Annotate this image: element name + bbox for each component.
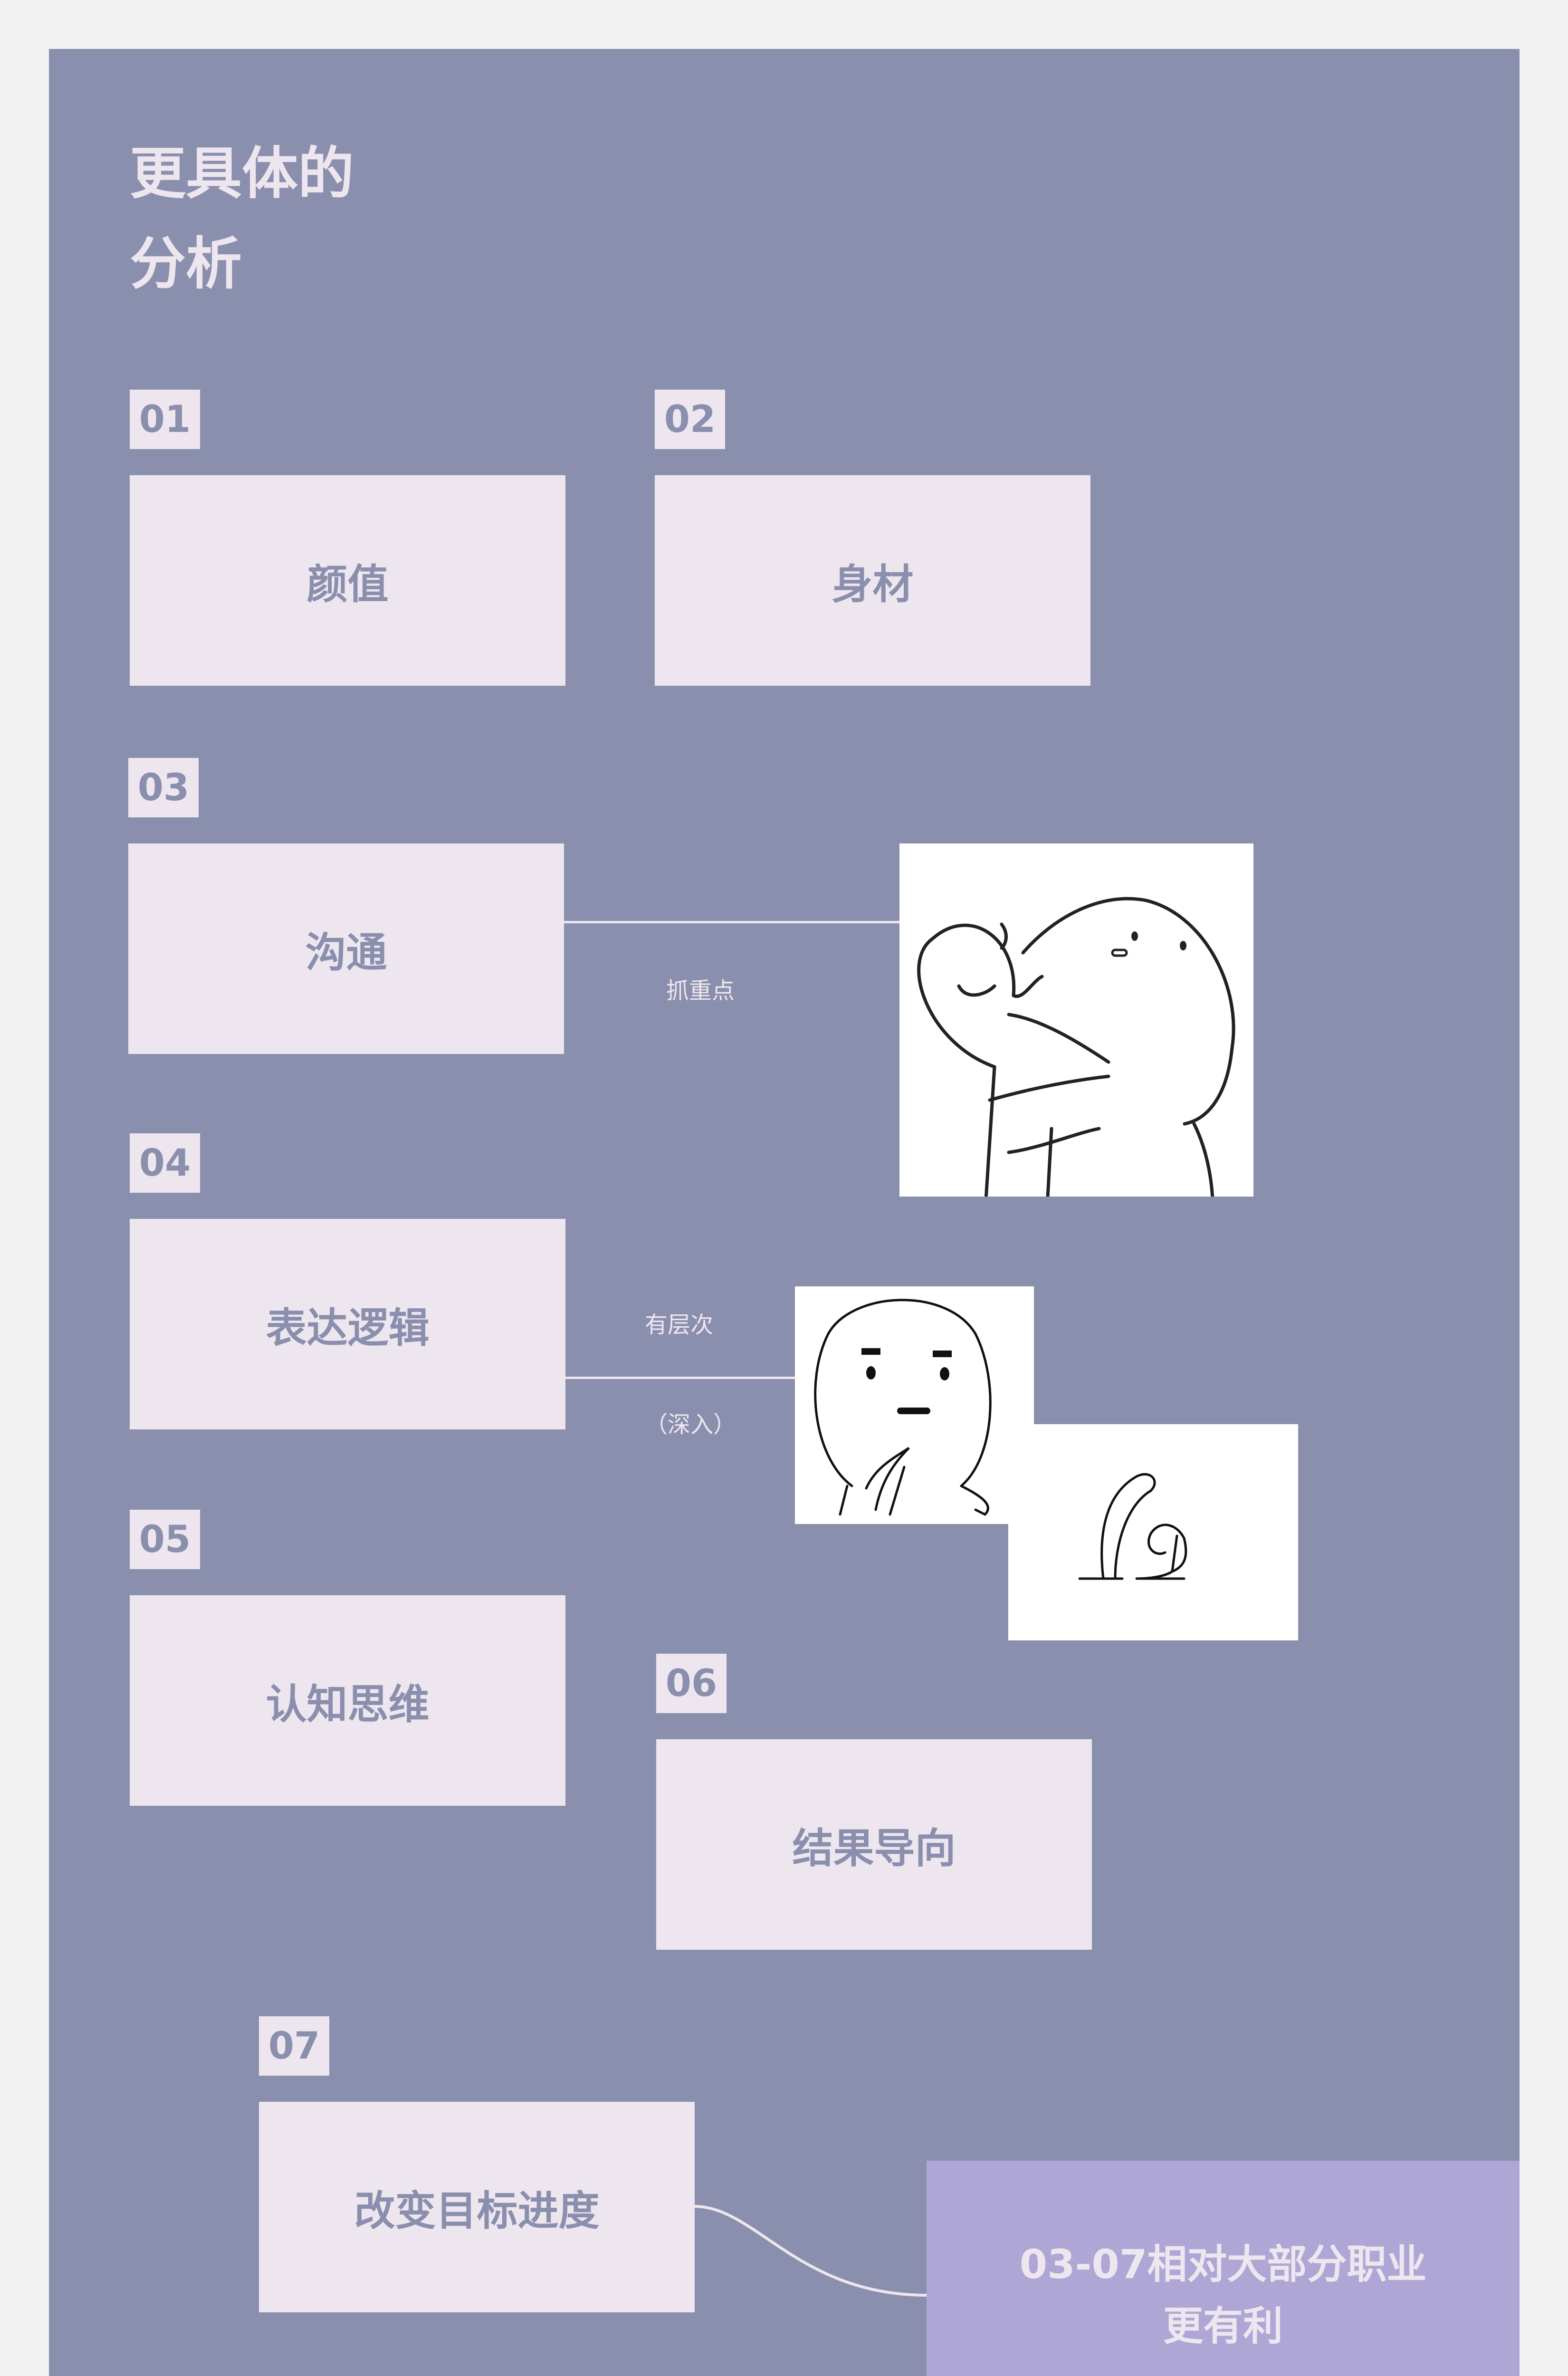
node-result-oriented[interactable]: 结果导向: [656, 1739, 1092, 1950]
meme-image-thinking: [795, 1286, 1034, 1524]
item-number-06: 06: [656, 1654, 727, 1713]
conclusion-line-1: 03-07相对大部分职业: [1019, 2241, 1427, 2288]
conclusion-box[interactable]: 03-07相对大部分职业 更有利: [927, 2161, 1520, 2376]
item-number-05: 05: [130, 1510, 200, 1569]
item-number-02: 02: [655, 390, 725, 449]
node-figure[interactable]: 身材: [655, 475, 1090, 686]
item-number-03: 03: [128, 758, 199, 817]
node-expression-logic[interactable]: 表达逻辑: [130, 1219, 565, 1429]
page-title: 更具体的 分析: [130, 128, 354, 309]
node-change-goal-progress[interactable]: 改变目标进度: [259, 2102, 695, 2312]
node-cognitive-thinking[interactable]: 认知思维: [130, 1595, 565, 1806]
connector-line-04: [565, 1377, 795, 1379]
cheek-pinch-illustration-icon: [917, 897, 1235, 1197]
thinking-face-icon: [814, 1299, 992, 1516]
node-communication[interactable]: 沟通: [128, 843, 564, 1054]
title-line-2: 分析: [130, 231, 242, 297]
title-line-1: 更具体的: [130, 141, 354, 206]
item-number-04: 04: [130, 1133, 200, 1193]
bowing-figures-icon: [1078, 1473, 1187, 1580]
node-appearance[interactable]: 颜值: [130, 475, 565, 686]
connector-line-03: [564, 921, 899, 923]
background-panel: [49, 49, 1520, 2376]
note-layered: 有层次: [645, 1312, 714, 1338]
item-number-01: 01: [130, 390, 200, 449]
conclusion-line-2: 更有利: [1163, 2302, 1283, 2349]
note-in-depth: （深入）: [645, 1411, 736, 1438]
item-number-07: 07: [259, 2016, 329, 2076]
meme-image-pinch: [899, 843, 1253, 1197]
meme-image-bowing: [1008, 1424, 1298, 1640]
note-key-points: 抓重点: [666, 977, 735, 1004]
